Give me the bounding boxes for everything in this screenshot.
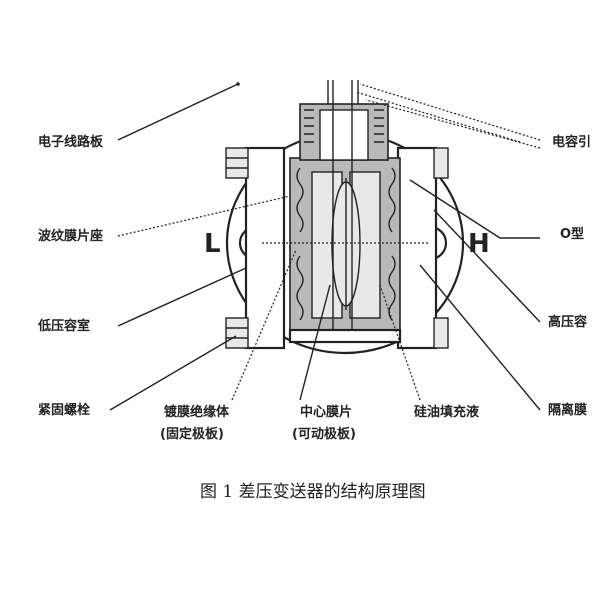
transmitter-body xyxy=(225,80,465,355)
neck-thread-right xyxy=(374,109,384,143)
label-high-pressure-chamber: 高压容 xyxy=(548,314,587,330)
label-fastening-bolt: 紧固螺栓 xyxy=(38,402,90,418)
right-corrugated-diaphragm xyxy=(388,167,396,321)
bolt-bottom-left xyxy=(225,317,249,349)
bolt-bottom-right xyxy=(433,317,449,349)
right-flange xyxy=(396,146,438,350)
label-circuit-board: 电子线路板 xyxy=(38,134,104,150)
label-insulator-sub: (固定极板) xyxy=(160,426,224,442)
label-silicone-oil: 硅油填充液 xyxy=(414,404,479,420)
figure-caption: 图 1 差压变送器的结构原理图 xyxy=(200,482,426,502)
label-center-diaphragm: 中心膜片 xyxy=(300,404,352,420)
label-isolation-diaphragm: 隔离膜 xyxy=(548,402,587,418)
label-center-diaphragm-sub: (可动极板) xyxy=(292,426,356,442)
side-label-high: H xyxy=(468,229,490,259)
label-zero-ring: O型 xyxy=(560,226,584,242)
neck-thread-left xyxy=(304,109,314,143)
left-flange xyxy=(244,146,286,350)
label-low-pressure-chamber: 低压容室 xyxy=(37,318,90,334)
side-label-low: L xyxy=(204,229,221,259)
label-corrugated-seat: 波纹膜片座 xyxy=(38,228,103,244)
bolt-top-left xyxy=(225,147,249,179)
bottom-plate xyxy=(288,328,402,344)
bolt-top-right xyxy=(433,147,449,179)
left-corrugated-diaphragm xyxy=(296,167,304,321)
label-capacitor-lead: 电容引 xyxy=(552,134,591,150)
label-insulator: 镀膜绝缘体 xyxy=(164,404,230,420)
leader-lines xyxy=(109,82,541,411)
